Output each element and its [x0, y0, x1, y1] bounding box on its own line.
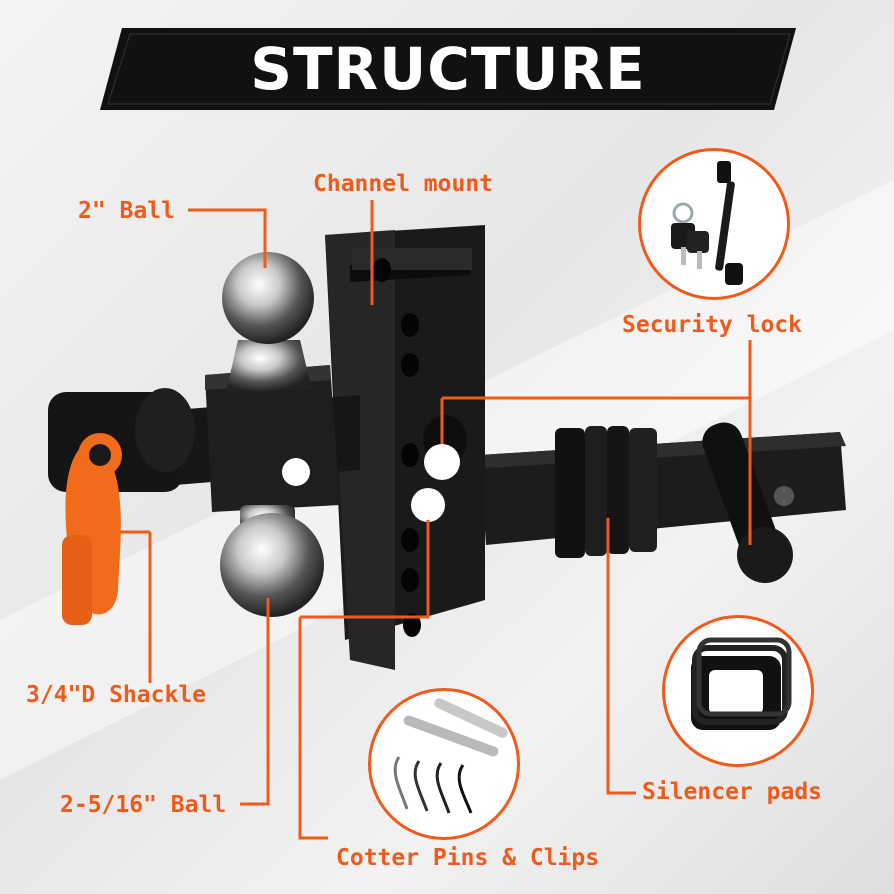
page-title: STRUCTURE — [250, 35, 646, 103]
ball-2-5-16-inch — [220, 505, 324, 617]
silencer-pads-callout — [662, 615, 814, 767]
ball-2-inch — [222, 252, 314, 392]
cotter-pins-icon — [393, 698, 508, 814]
cotter-pins-callout — [368, 688, 520, 840]
silencer-pads-icon — [691, 637, 792, 730]
security-lock-callout — [638, 148, 790, 300]
pin-markers — [282, 458, 445, 522]
silencer-pads-on-tube — [555, 426, 657, 558]
label-channel-mount: Channel mount — [313, 171, 494, 197]
channel-holes — [373, 258, 421, 637]
title-banner — [100, 28, 796, 110]
security-lock-icon — [671, 161, 743, 285]
label-silencer-pads: Silencer pads — [642, 779, 823, 805]
label-security-lock: Security lock — [622, 312, 803, 338]
d-shackle — [62, 433, 122, 625]
label-shackle: 3/4"D Shackle — [26, 682, 207, 708]
label-2-5-16-ball: 2-5/16" Ball — [60, 792, 227, 818]
label-cotter-pins: Cotter Pins & Clips — [336, 845, 600, 871]
label-2-inch-ball: 2" Ball — [78, 198, 175, 224]
